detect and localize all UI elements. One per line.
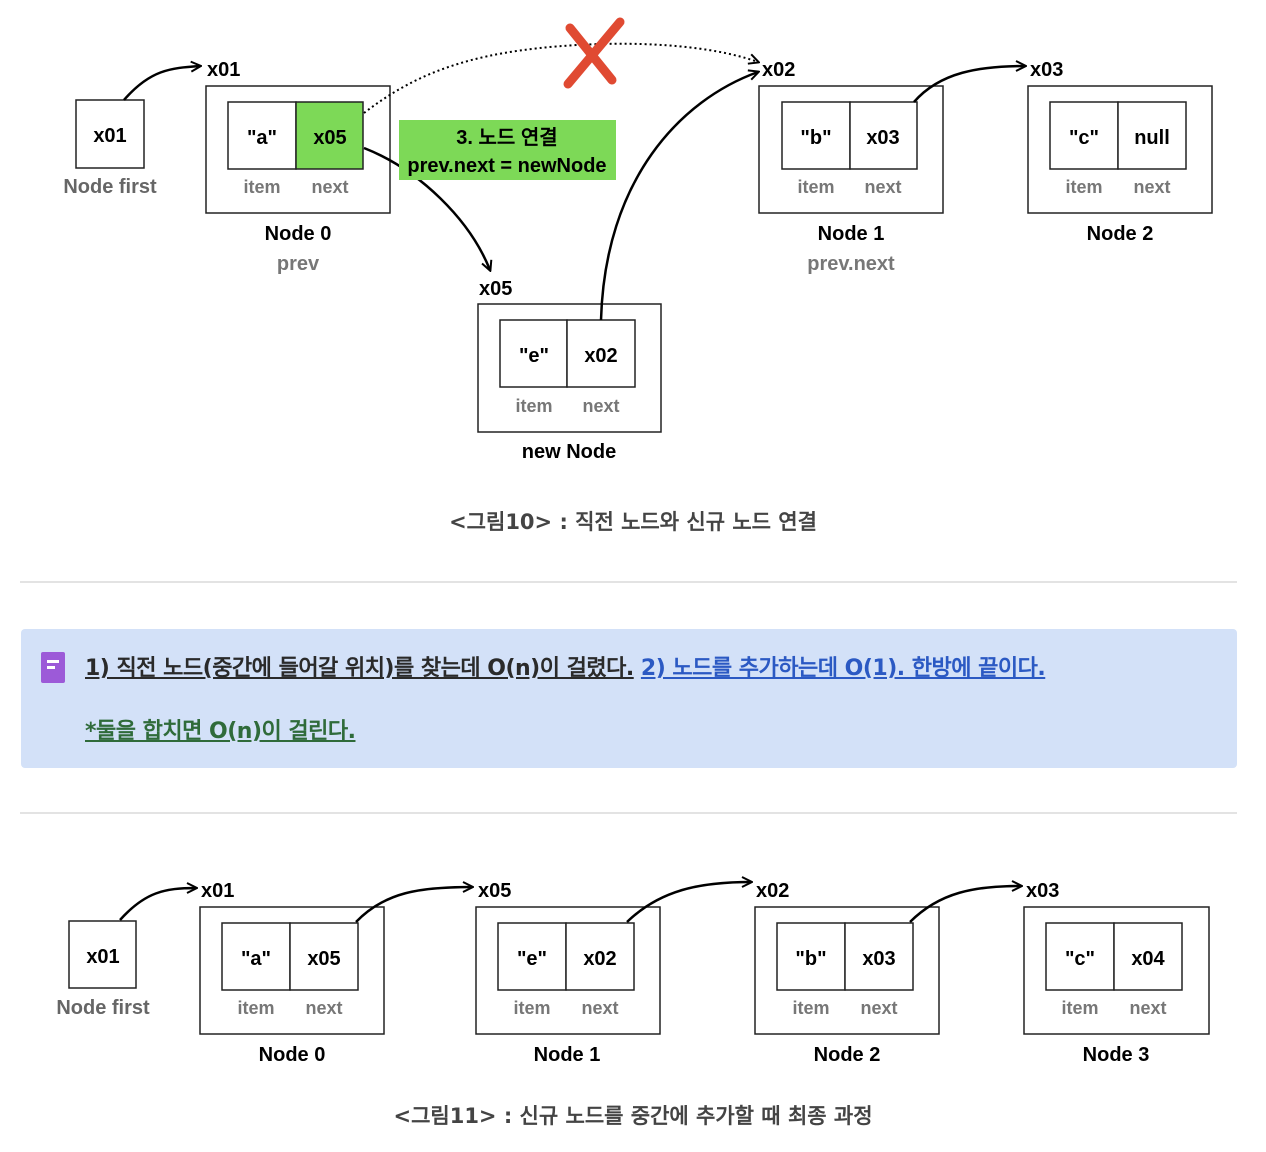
node-address: x05: [479, 278, 512, 300]
next-label: next: [582, 396, 619, 416]
fig10-node-2: x03 "c" null item next Node 2: [1027, 59, 1213, 245]
node-address: x01: [201, 880, 234, 902]
item-label: item: [243, 177, 280, 197]
node-address: x05: [478, 880, 511, 902]
arrow-node0-to-newnode: [363, 146, 490, 270]
next-label: next: [860, 998, 897, 1018]
document-icon: [41, 652, 65, 683]
fig11-node-1: x05 "e" x02 item next Node 1: [475, 880, 661, 1066]
fig11-node-2: x02 "b" x03 item next Node 2: [754, 880, 940, 1066]
fig10-new-node: x05 "e" x02 item next new Node: [477, 278, 662, 463]
first-label: Node first: [56, 997, 150, 1019]
step-label: 3. 노드 연결 prev.next = newNode: [399, 120, 616, 180]
node-name: Node 0: [259, 1044, 326, 1066]
first-label: Node first: [63, 176, 157, 198]
figure11-caption: <그림11> : 신규 노드를 중간에 추가할 때 최종 과정: [393, 1104, 873, 1128]
cross-icon: [563, 17, 625, 89]
figure11-diagram: x01 Node first x01 "a" x05 item next Nod…: [56, 860, 1210, 1066]
next-label: next: [311, 177, 348, 197]
callout-line-2: *둘을 합치면 O(n)이 걸린다.: [85, 713, 356, 745]
node-address: x03: [1026, 880, 1059, 902]
figure10-caption: <그림10> : 직전 노드와 신규 노드 연결: [449, 510, 817, 534]
arrow-node0-to-node1: [355, 887, 472, 923]
step-code: prev.next = newNode: [407, 155, 606, 177]
item-value: "a": [247, 127, 277, 149]
node-address: x02: [762, 59, 795, 81]
node-name: Node 3: [1083, 1044, 1150, 1066]
item-value: "e": [517, 948, 547, 970]
arrow-newnode-to-node1: [599, 72, 758, 321]
node-address: x02: [756, 880, 789, 902]
fig11-node-3: x03 "c" x04 item next Node 3: [1023, 880, 1210, 1066]
arrow-node1-to-node2: [913, 66, 1025, 103]
item-value: "b": [795, 948, 826, 970]
node-name: Node 0: [265, 223, 332, 245]
node-name: Node 2: [814, 1044, 881, 1066]
next-value: x05: [313, 127, 346, 149]
first-addr: x01: [93, 125, 126, 147]
next-label: next: [1129, 998, 1166, 1018]
node-role: prev.next: [807, 253, 895, 275]
next-value: x02: [583, 948, 616, 970]
item-label: item: [513, 998, 550, 1018]
item-value: "c": [1069, 127, 1099, 149]
next-label: next: [864, 177, 901, 197]
next-value: x03: [862, 948, 895, 970]
next-label: next: [1133, 177, 1170, 197]
next-cell-highlighted: [295, 101, 364, 170]
node-name: Node 1: [534, 1044, 601, 1066]
arrow-first-to-node0: [119, 888, 196, 921]
item-label: item: [515, 396, 552, 416]
arrow-first-to-node0: [123, 66, 200, 101]
item-value: "c": [1065, 948, 1095, 970]
arrow-node1-to-node2: [626, 882, 751, 923]
next-value: null: [1134, 127, 1170, 149]
callout-part-1: 1) 직전 노드(중간에 들어갈 위치)를 찾는데 O(n)이 걸렸다.: [85, 656, 634, 681]
divider: [20, 812, 1237, 814]
step-title: 3. 노드 연결: [456, 126, 557, 149]
node-name: new Node: [522, 441, 616, 463]
item-label: item: [797, 177, 834, 197]
first-addr: x01: [86, 946, 119, 968]
node-name: Node 2: [1087, 223, 1154, 245]
divider: [20, 581, 1237, 583]
callout-box: [21, 629, 1237, 768]
arrow-node2-to-node3: [909, 886, 1021, 923]
item-label: item: [792, 998, 829, 1018]
fig10-node-1: x02 "b" x03 item next Node 1 prev.next: [758, 59, 944, 275]
node-name: Node 1: [818, 223, 885, 245]
next-value: x02: [584, 345, 617, 367]
item-label: item: [1061, 998, 1098, 1018]
next-label: next: [305, 998, 342, 1018]
next-value: x03: [866, 127, 899, 149]
node-role: prev: [277, 253, 320, 275]
next-label: next: [581, 998, 618, 1018]
next-value: x05: [307, 948, 340, 970]
item-value: "e": [519, 345, 549, 367]
old-link-dotted-arrow: [363, 42, 758, 114]
node-address: x01: [207, 59, 240, 81]
figure10-diagram: x01 Node first x01 "a" x05 item next Nod…: [63, 17, 1213, 463]
node-first: x01 Node first: [56, 920, 150, 1019]
fig10-node-0: x01 "a" x05 item next Node 0 prev: [205, 59, 391, 275]
callout-line-1: 1) 직전 노드(중간에 들어갈 위치)를 찾는데 O(n)이 걸렸다. 2) …: [85, 650, 1046, 682]
callout-part-3: *둘을 합치면 O(n)이 걸린다.: [85, 719, 356, 744]
node-address: x03: [1030, 59, 1063, 81]
fig11-node-0: x01 "a" x05 item next Node 0: [199, 880, 385, 1066]
item-value: "b": [800, 127, 831, 149]
callout-part-2: 2) 노드를 추가하는데 O(1). 한방에 끝이다.: [640, 656, 1046, 681]
item-value: "a": [241, 948, 271, 970]
node-first: x01 Node first: [63, 99, 157, 198]
next-value: x04: [1131, 948, 1165, 970]
item-label: item: [1065, 177, 1102, 197]
item-label: item: [237, 998, 274, 1018]
